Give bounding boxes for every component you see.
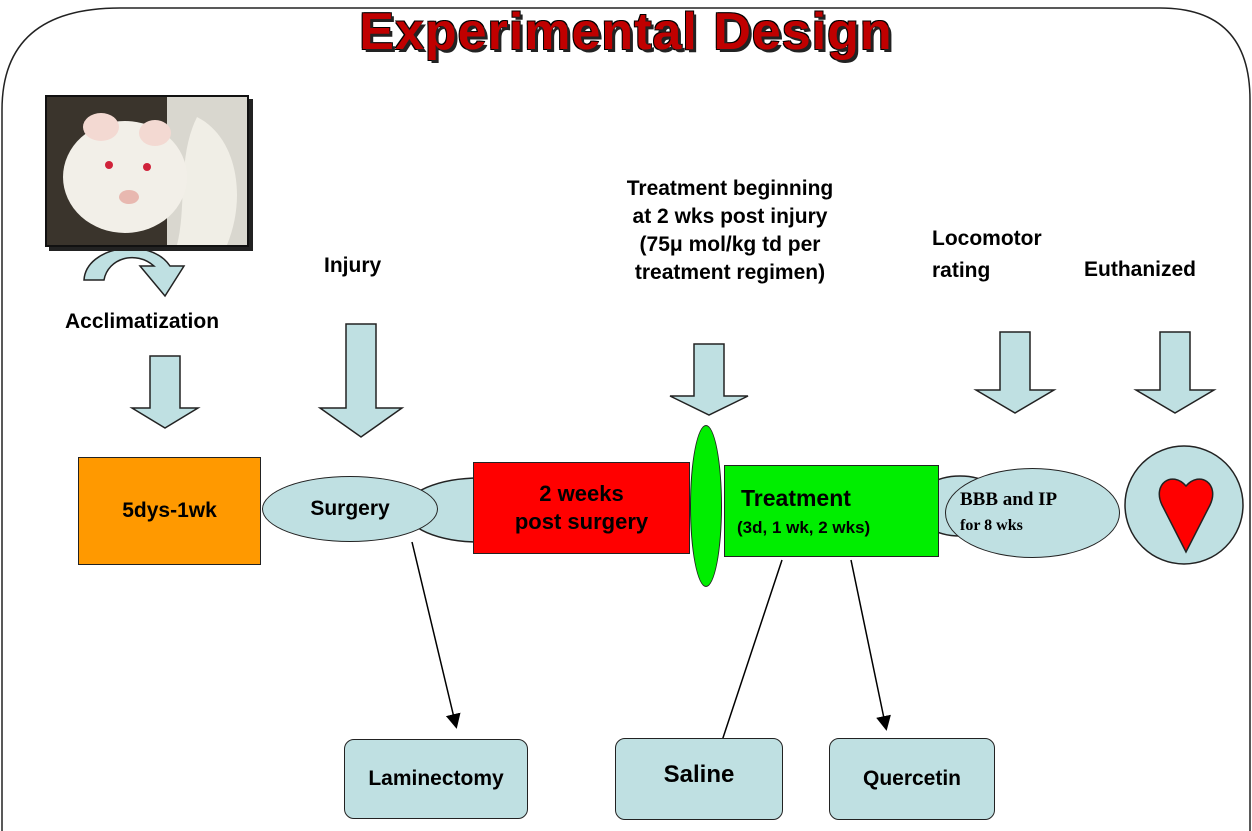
bbb-line-1: BBB and IP [960, 489, 1058, 510]
acclimatization-box: 5dys-1wk [78, 457, 261, 565]
acclimatization-label: Acclimatization [65, 310, 220, 333]
post-surgery-box: 2 weeks post surgery [473, 462, 690, 554]
bbb-line-2: for 8 wks [960, 517, 1023, 534]
treatment-header-line-1: Treatment beginning [626, 177, 834, 200]
treatment-down-arrow [669, 343, 749, 416]
treatment-box: Treatment (3d, 1 wk, 2 wks) [724, 465, 939, 557]
heart-icon [1158, 478, 1214, 554]
curved-arrow-icon [83, 247, 186, 298]
locomotor-down-arrow [973, 331, 1057, 414]
post-surgery-line-2: post surgery [514, 509, 649, 534]
treatment-header: Treatment beginning at 2 wks post injury… [540, 175, 920, 287]
locomotor-label-line-2: rating [932, 259, 991, 282]
euthanized-label: Euthanized [1084, 258, 1197, 281]
euthanized-down-arrow [1133, 331, 1217, 414]
laminectomy-box: Laminectomy [344, 739, 528, 819]
bbb-ellipse: BBB and IP for 8 wks [945, 468, 1120, 558]
treatment-header-line-3: (75μ mol/kg td per [639, 233, 821, 256]
treatment-header-line-2: at 2 wks post injury [632, 205, 828, 228]
surgery-ellipse: Surgery [262, 476, 438, 542]
saline-box: Saline [615, 738, 783, 820]
quercetin-box: Quercetin [829, 738, 995, 820]
post-surgery-line-1: 2 weeks [539, 481, 624, 506]
injury-label: Injury [324, 254, 382, 277]
acclimatization-down-arrow [129, 355, 201, 429]
page-title: Experimental Design [359, 3, 893, 61]
treatment-box-line-1: Treatment [741, 484, 851, 511]
rat-photo [45, 95, 249, 247]
treatment-start-marker [690, 425, 722, 587]
injury-down-arrow [317, 323, 405, 438]
treatment-header-line-4: treatment regimen) [634, 261, 826, 284]
slide-frame [1, 7, 1251, 831]
locomotor-label: Locomotor rating [932, 225, 1042, 285]
surgery-to-laminectomy-line [411, 541, 461, 729]
treatment-to-quercetin-line [850, 559, 891, 731]
locomotor-label-line-1: Locomotor [932, 227, 1042, 250]
treatment-box-line-2: (3d, 1 wk, 2 wks) [737, 517, 871, 537]
